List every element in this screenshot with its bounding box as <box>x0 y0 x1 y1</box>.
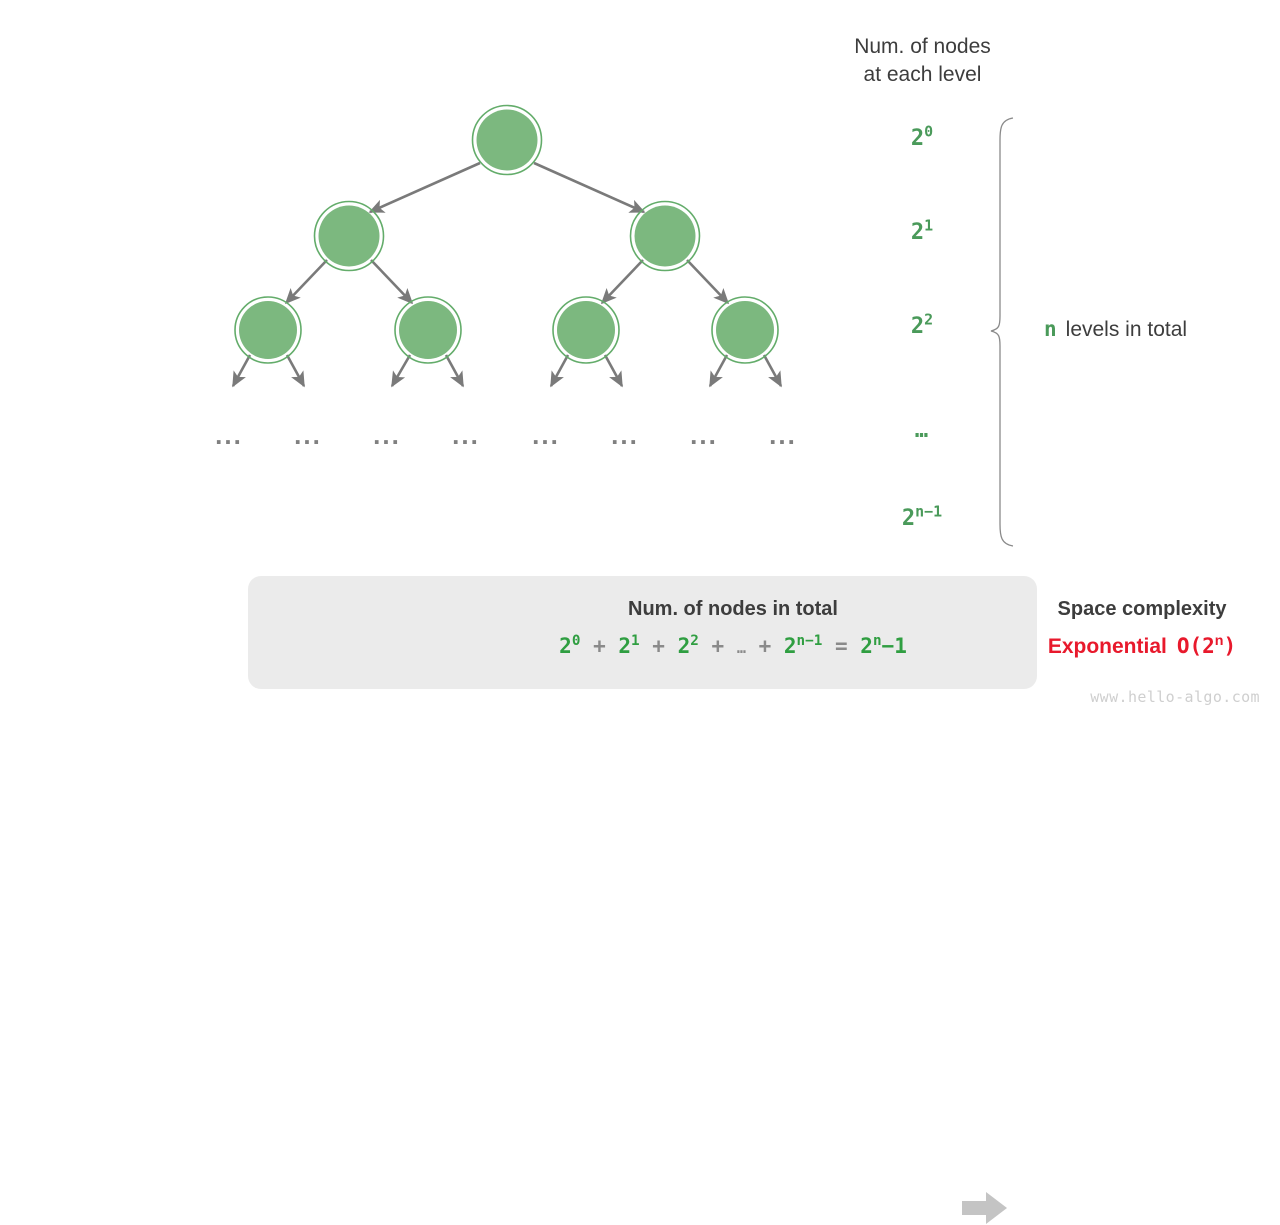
tree-ellipsis-2: ... <box>373 420 401 450</box>
level-label-2-exponent: 2 <box>924 310 934 329</box>
formula-last-term-exponent: n−1 <box>796 633 823 649</box>
level-label-2: 22 <box>842 310 1002 339</box>
level-label-last-base: 2 <box>901 506 916 531</box>
formula-term-2-exponent: 2 <box>690 633 699 649</box>
complexity-big-o-exponent: n <box>1214 633 1224 649</box>
level-label-2-base: 2 <box>910 314 925 339</box>
level-label-0-base: 2 <box>910 126 925 151</box>
tree-ellipsis-6: ... <box>690 420 718 450</box>
space-complexity-value: Exponential O(2n) <box>1008 634 1276 659</box>
n-symbol: n <box>1044 317 1057 341</box>
level-label-last: 2n−1 <box>842 502 1002 531</box>
column-header-line1: Num. of nodes <box>854 35 991 58</box>
right-arrow-icon <box>962 1192 1007 1224</box>
level-label-1: 21 <box>842 216 1002 245</box>
complexity-big-o-base: O(2 <box>1176 634 1215 658</box>
space-complexity-column: Space complexity Exponential O(2n) <box>1008 598 1276 659</box>
column-header-line2: at each level <box>863 63 982 86</box>
complexity-name: Exponential <box>1047 635 1167 658</box>
formula-result-base: 2 <box>860 634 873 658</box>
tree-ellipsis-3: ... <box>452 420 480 450</box>
formula-term-2-base: 2 <box>677 634 691 658</box>
level-label-ellipsis-text: … <box>914 418 930 443</box>
tree-ellipsis-7: ... <box>769 420 797 450</box>
formula-term-1-exponent: 1 <box>631 633 640 649</box>
tree-nodes <box>234 104 779 364</box>
formula-term-0-base: 2 <box>559 634 572 658</box>
formula-equals: = <box>834 634 848 658</box>
site-watermark: www.hello-algo.com <box>1090 688 1260 706</box>
formula-plus-1: + <box>652 634 665 658</box>
binary-tree-graphic <box>231 104 1014 547</box>
formula-result-tail: −1 <box>881 634 907 658</box>
formula-last-term-base: 2 <box>783 634 797 658</box>
tree-ellipsis-5: ... <box>611 420 639 450</box>
space-complexity-title: Space complexity <box>1057 598 1227 620</box>
total-nodes-column: Num. of nodes in total 20 + 21 + 22 + … … <box>526 598 940 658</box>
level-label-1-exponent: 1 <box>924 216 934 235</box>
formula-ellipsis: … <box>736 639 746 657</box>
summary-panel: Num. of nodes in total 20 + 21 + 22 + … … <box>248 576 1236 1224</box>
tree-ellipsis-0: ... <box>215 420 243 450</box>
formula-plus-0: + <box>593 634 606 658</box>
level-label-ellipsis: … <box>842 418 1002 443</box>
level-label-last-exponent: n−1 <box>915 502 943 521</box>
total-nodes-formula: 20 + 21 + 22 + … + 2n−1 = 2n−1 <box>526 634 940 658</box>
tree-ellipsis-1: ... <box>294 420 322 450</box>
level-span-brace <box>990 117 1014 547</box>
column-header: Num. of nodes at each level <box>790 33 1055 89</box>
tree-ellipsis-4: ... <box>532 420 560 450</box>
level-label-1-base: 2 <box>910 220 925 245</box>
formula-plus-3: + <box>758 634 772 658</box>
level-label-0: 20 <box>842 122 1002 151</box>
formula-term-1-base: 2 <box>618 634 632 658</box>
formula-plus-2: + <box>711 634 725 658</box>
complexity-big-o-tail: ) <box>1223 634 1237 658</box>
formula-result-exponent: n <box>872 633 882 649</box>
formula-term-0-exponent: 0 <box>571 633 581 649</box>
diagram-canvas: Num. of nodes at each level 20 21 22 … 2… <box>215 33 1260 1224</box>
levels-total-annotation: n levels in total <box>1044 317 1187 342</box>
levels-total-text: levels in total <box>1065 318 1188 341</box>
tree-edges <box>231 161 783 388</box>
total-nodes-title: Num. of nodes in total <box>628 598 838 620</box>
level-label-0-exponent: 0 <box>924 122 934 141</box>
